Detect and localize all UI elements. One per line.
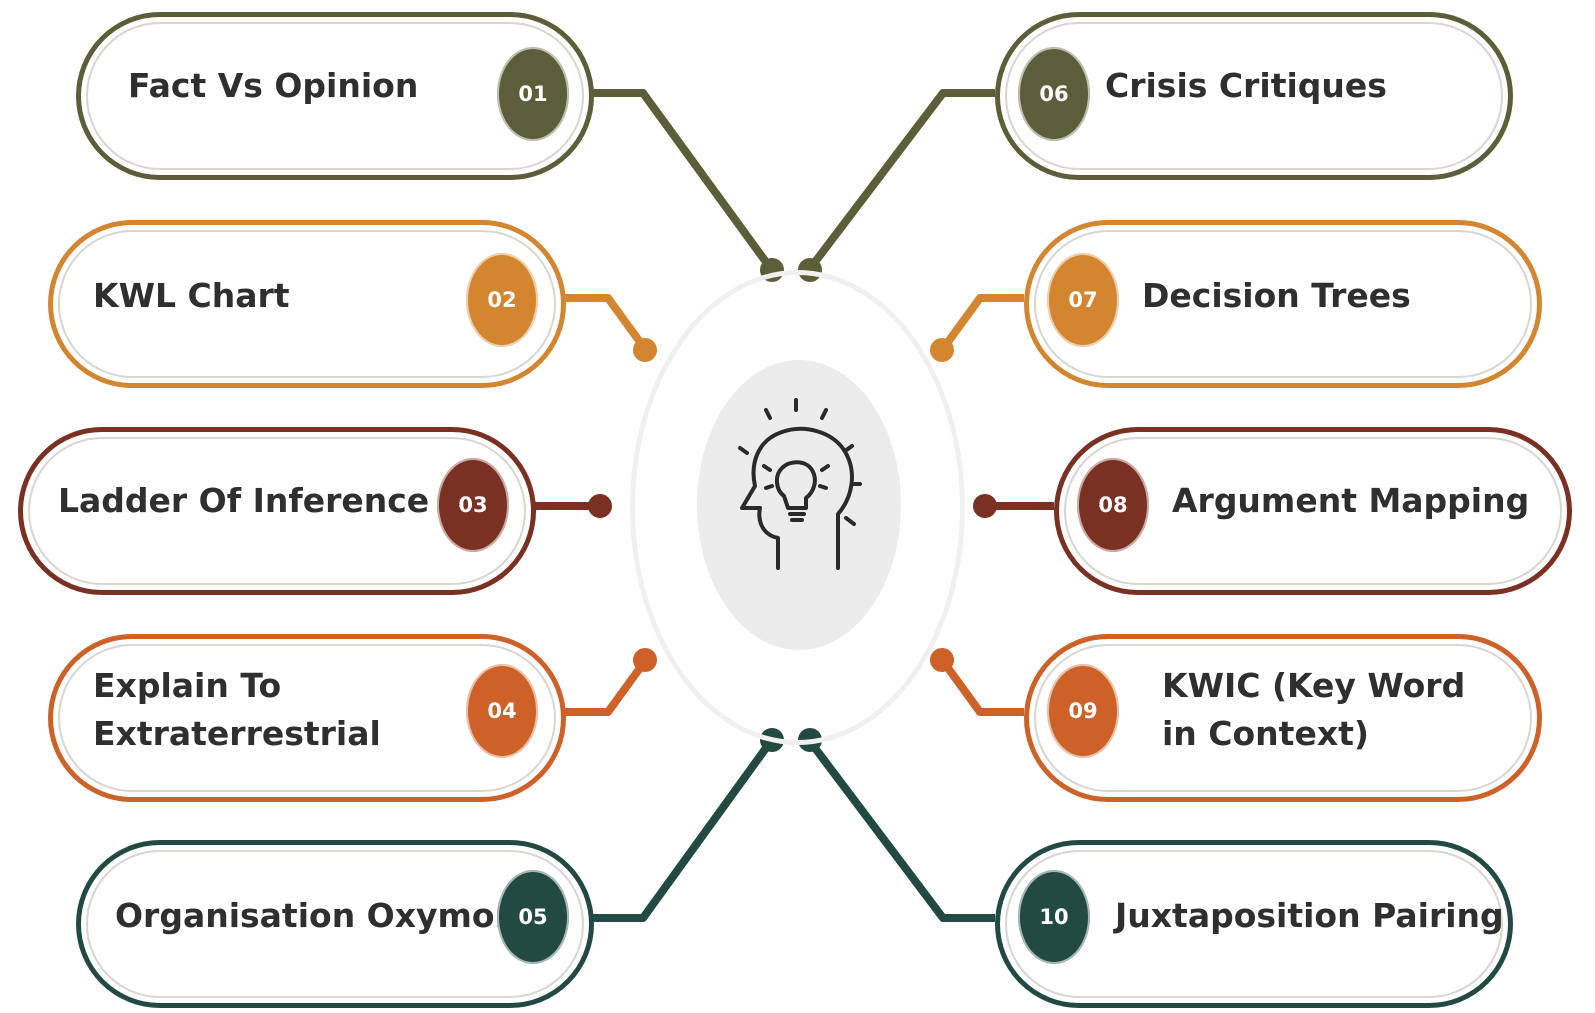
item-label-03: Ladder Of Inference [58, 477, 429, 525]
item-label-line: Explain To [93, 666, 282, 705]
item-label-02: KWL Chart [93, 272, 290, 320]
item-number-badge-01: 01 [497, 47, 569, 141]
item-number-badge-08: 08 [1077, 458, 1149, 552]
connector-dot-08 [973, 494, 997, 518]
item-number-badge-09: 09 [1047, 664, 1119, 758]
connector-dot-03 [588, 494, 612, 518]
item-label-line: Ladder Of Inference [58, 481, 430, 520]
connector-line-02 [562, 294, 644, 345]
item-label-line: Crisis Critiques [1105, 66, 1387, 105]
item-number-badge-10: 10 [1018, 870, 1090, 964]
connector-line-10 [811, 745, 995, 922]
item-label-line: Organisation Oxymoron [115, 896, 558, 935]
item-label-05: Organisation Oxymoron [115, 892, 557, 940]
item-label-line: Juxtaposition Pairing [1115, 896, 1504, 935]
item-label-01: Fact Vs Opinion [128, 62, 418, 110]
item-label-09: KWIC (Key Word in Context) [1162, 662, 1465, 758]
item-number-badge-03: 03 [437, 458, 509, 552]
connector-line-09 [944, 665, 1024, 716]
item-label-line: in Context) [1162, 713, 1369, 753]
item-card-04-left [48, 634, 566, 802]
connector-dot-09 [930, 648, 954, 672]
item-card-09-right [1024, 634, 1542, 802]
item-label-line: Fact Vs Opinion [128, 66, 419, 105]
connector-line-01 [592, 89, 770, 265]
item-number-badge-05: 05 [497, 870, 569, 964]
item-number-badge-02: 02 [466, 253, 538, 347]
item-label-08: Argument Mapping [1172, 477, 1529, 525]
head-lightbulb-icon [738, 398, 862, 570]
item-label-line: Argument Mapping [1172, 481, 1530, 520]
connector-dot-04 [633, 648, 657, 672]
item-label-line: Decision Trees [1142, 276, 1411, 315]
item-number-badge-06: 06 [1018, 47, 1090, 141]
connector-line-05 [592, 745, 770, 922]
connector-line-06 [811, 89, 995, 265]
item-label-06: Crisis Critiques [1105, 62, 1387, 110]
item-label-04: Explain To Extraterrestrial [93, 662, 381, 758]
item-number-badge-04: 04 [466, 664, 538, 758]
connector-line-04 [562, 665, 644, 716]
connector-line-07 [944, 294, 1024, 345]
item-number-badge-07: 07 [1047, 253, 1119, 347]
hub-ring [630, 270, 965, 745]
item-label-line: Extraterrestrial [93, 713, 381, 753]
hub-circle [697, 360, 901, 650]
connector-dot-02 [633, 338, 657, 362]
item-label-07: Decision Trees [1142, 272, 1411, 320]
item-label-line: KWL Chart [93, 276, 290, 315]
item-label-10: Juxtaposition Pairing [1115, 892, 1504, 940]
connector-dot-07 [930, 338, 954, 362]
item-label-line: KWIC (Key Word [1162, 666, 1466, 705]
